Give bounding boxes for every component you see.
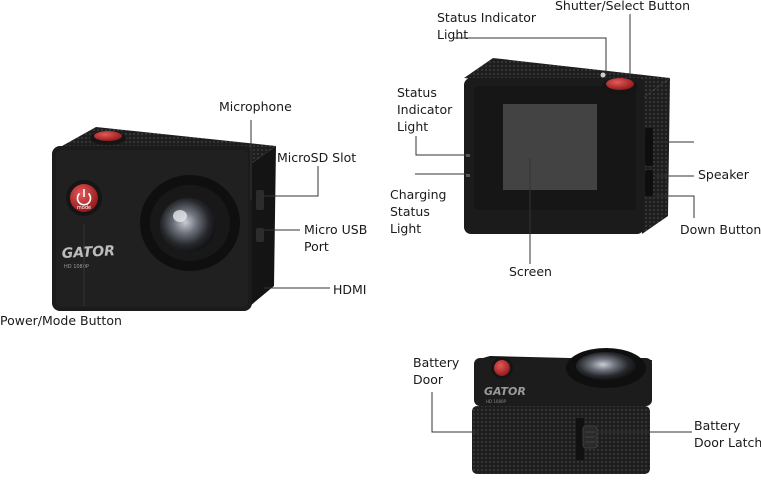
label-screen: Screen bbox=[509, 264, 552, 279]
battery-door bbox=[472, 406, 650, 474]
label-microsd-slot: MicroSD Slot bbox=[277, 150, 357, 165]
model-text-front: HD 1080P bbox=[64, 264, 89, 270]
camera-lens bbox=[140, 175, 240, 271]
label-micro-usb-port: Micro USB Port bbox=[304, 222, 368, 254]
brand-logo-front: GATOR bbox=[61, 243, 115, 262]
label-status-indicator-light-side: Status Indicator Light bbox=[397, 85, 453, 134]
label-charging-status-light: Charging Status Light bbox=[390, 187, 447, 236]
shutter-select-button bbox=[602, 78, 638, 94]
power-mode-button: mode bbox=[66, 180, 102, 216]
leader-lines bbox=[83, 14, 695, 433]
label-battery-door: Battery Door bbox=[413, 355, 460, 387]
label-status-indicator-light-top: Status Indicator Light bbox=[437, 10, 537, 42]
label-battery-door-latch: Battery Door Latch bbox=[694, 418, 761, 450]
label-power-mode-button: Power/Mode Button bbox=[0, 313, 122, 328]
brand-logo-bottom: GATOR bbox=[484, 385, 526, 398]
camera-battery-view: GATOR HD 1080P bbox=[472, 348, 652, 474]
camera-back-view bbox=[464, 58, 670, 234]
label-shutter-select-button: Shutter/Select Button bbox=[555, 0, 691, 13]
label-hdmi: HDMI bbox=[333, 282, 367, 297]
label-microphone: Microphone bbox=[219, 99, 292, 114]
button-mode-text: mode bbox=[77, 205, 91, 211]
model-text-bottom: HD 1080P bbox=[486, 399, 507, 404]
label-down-button: Down Button bbox=[680, 222, 761, 237]
camera-front-view: mode GATOR HD 1080P bbox=[52, 127, 276, 311]
status-light-top bbox=[600, 72, 606, 78]
label-speaker: Speaker bbox=[698, 167, 749, 182]
shutter-button-top bbox=[90, 131, 126, 145]
